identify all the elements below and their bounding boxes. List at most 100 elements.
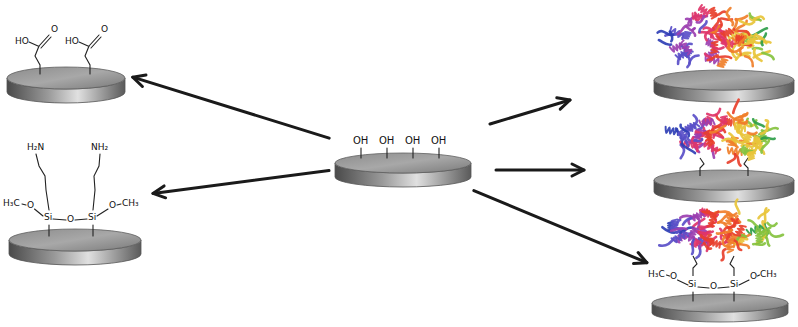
substrate-disk	[9, 229, 141, 265]
protein-strand	[717, 232, 731, 234]
protein-strand	[699, 21, 706, 32]
functionalized-disk: OHOHOHOH	[333, 133, 473, 189]
disk-top	[654, 170, 794, 190]
protein-strand	[734, 226, 746, 236]
reaction-arrow	[153, 171, 329, 198]
arrow-shaft	[153, 171, 329, 194]
chem-label: HO	[65, 36, 79, 47]
protein-strand	[692, 138, 698, 152]
protein-strand	[740, 114, 747, 120]
reaction-arrow	[474, 191, 647, 264]
bond-line	[85, 46, 90, 74]
protein-strand	[729, 18, 733, 25]
arrow-shaft	[474, 191, 647, 263]
protein-strand	[686, 27, 694, 30]
protein-strand	[699, 5, 709, 16]
bond-line	[117, 204, 121, 205]
protein-strand	[718, 59, 728, 67]
chem-label: OH	[353, 135, 368, 147]
protein-strand	[739, 121, 747, 123]
protein-strand	[672, 232, 689, 242]
chem-label: H₂N	[27, 142, 44, 153]
protein-strand	[728, 41, 733, 52]
disk-top	[652, 294, 788, 312]
protein-strand	[659, 40, 671, 45]
substrate-disk	[654, 70, 794, 102]
protein-strand	[737, 122, 740, 132]
protein-strand	[753, 119, 764, 126]
protein-strand	[708, 139, 712, 146]
protein-strand	[748, 133, 757, 135]
protein-strand	[759, 210, 769, 218]
bond-line	[22, 204, 26, 205]
chem-label: H₃C	[648, 269, 665, 280]
protein-strand	[762, 53, 773, 59]
reaction-arrows	[490, 98, 584, 176]
disk-top	[7, 67, 125, 89]
bond-line	[412, 148, 413, 158]
protein-strand	[761, 140, 769, 153]
protein-strand	[743, 134, 752, 142]
protein-strand	[729, 133, 743, 142]
protein-ribbon	[666, 100, 778, 166]
chem-label: Si	[688, 279, 696, 290]
chem-label: CH₃	[760, 269, 777, 280]
protein-strand	[671, 228, 686, 231]
protein-strand	[710, 126, 725, 133]
substrate-disk	[335, 153, 471, 187]
protein-strand	[722, 249, 726, 260]
protein-strand	[767, 223, 776, 226]
protein-strand	[694, 134, 701, 137]
chem-label: O	[670, 271, 677, 282]
protein-strand	[756, 234, 763, 244]
bond-line	[35, 46, 40, 74]
protein-strand	[727, 141, 738, 147]
protein-strand	[683, 218, 691, 224]
chem-label: H₃C	[3, 198, 20, 209]
arrow-shaft	[490, 100, 570, 124]
bond-line	[75, 219, 87, 220]
protein-strand	[758, 228, 770, 234]
chem-label: OH	[405, 135, 420, 147]
protein-strand	[748, 38, 761, 43]
protein-strand	[717, 56, 731, 58]
protein-strand	[733, 100, 738, 113]
disk-top	[654, 70, 794, 90]
bond-lines	[29, 35, 101, 74]
protein-strand	[670, 31, 673, 41]
protein-strand	[765, 208, 766, 222]
chem-label: O	[27, 200, 34, 211]
protein-strand	[738, 239, 747, 243]
chem-label: O	[101, 24, 108, 35]
bond-line	[48, 225, 49, 236]
protein-strand	[723, 237, 729, 247]
arrow-head	[133, 75, 146, 86]
protein-strand	[709, 8, 717, 19]
bond-line	[698, 287, 709, 288]
chem-label: NH₂	[91, 142, 108, 153]
bond-line	[667, 275, 670, 276]
chem-label: HO	[15, 36, 29, 47]
bond-line	[438, 148, 439, 158]
bond-line	[739, 280, 749, 285]
disk-drawing	[5, 8, 127, 105]
chem-label: OH	[379, 135, 394, 147]
bond-line	[360, 148, 361, 158]
arrow-head	[634, 253, 647, 264]
chem-label: Si	[44, 212, 52, 223]
protein-strand	[740, 21, 755, 25]
functionalized-disk: HOOHOO	[5, 8, 127, 105]
protein-strand	[675, 220, 680, 225]
chem-label: O	[750, 271, 757, 282]
disk-top	[9, 229, 141, 251]
substrate-disk	[652, 294, 788, 322]
protein-strand	[688, 228, 698, 237]
chem-label: CH₃	[122, 198, 139, 209]
functionalized-disk: H₂NNH₂H₃COSiOSiOCH₃	[3, 140, 147, 267]
protein-strand	[728, 154, 736, 163]
bond-line	[386, 148, 387, 158]
bond-line	[91, 37, 101, 48]
chem-label: O	[67, 214, 74, 225]
bond-line	[718, 287, 729, 288]
